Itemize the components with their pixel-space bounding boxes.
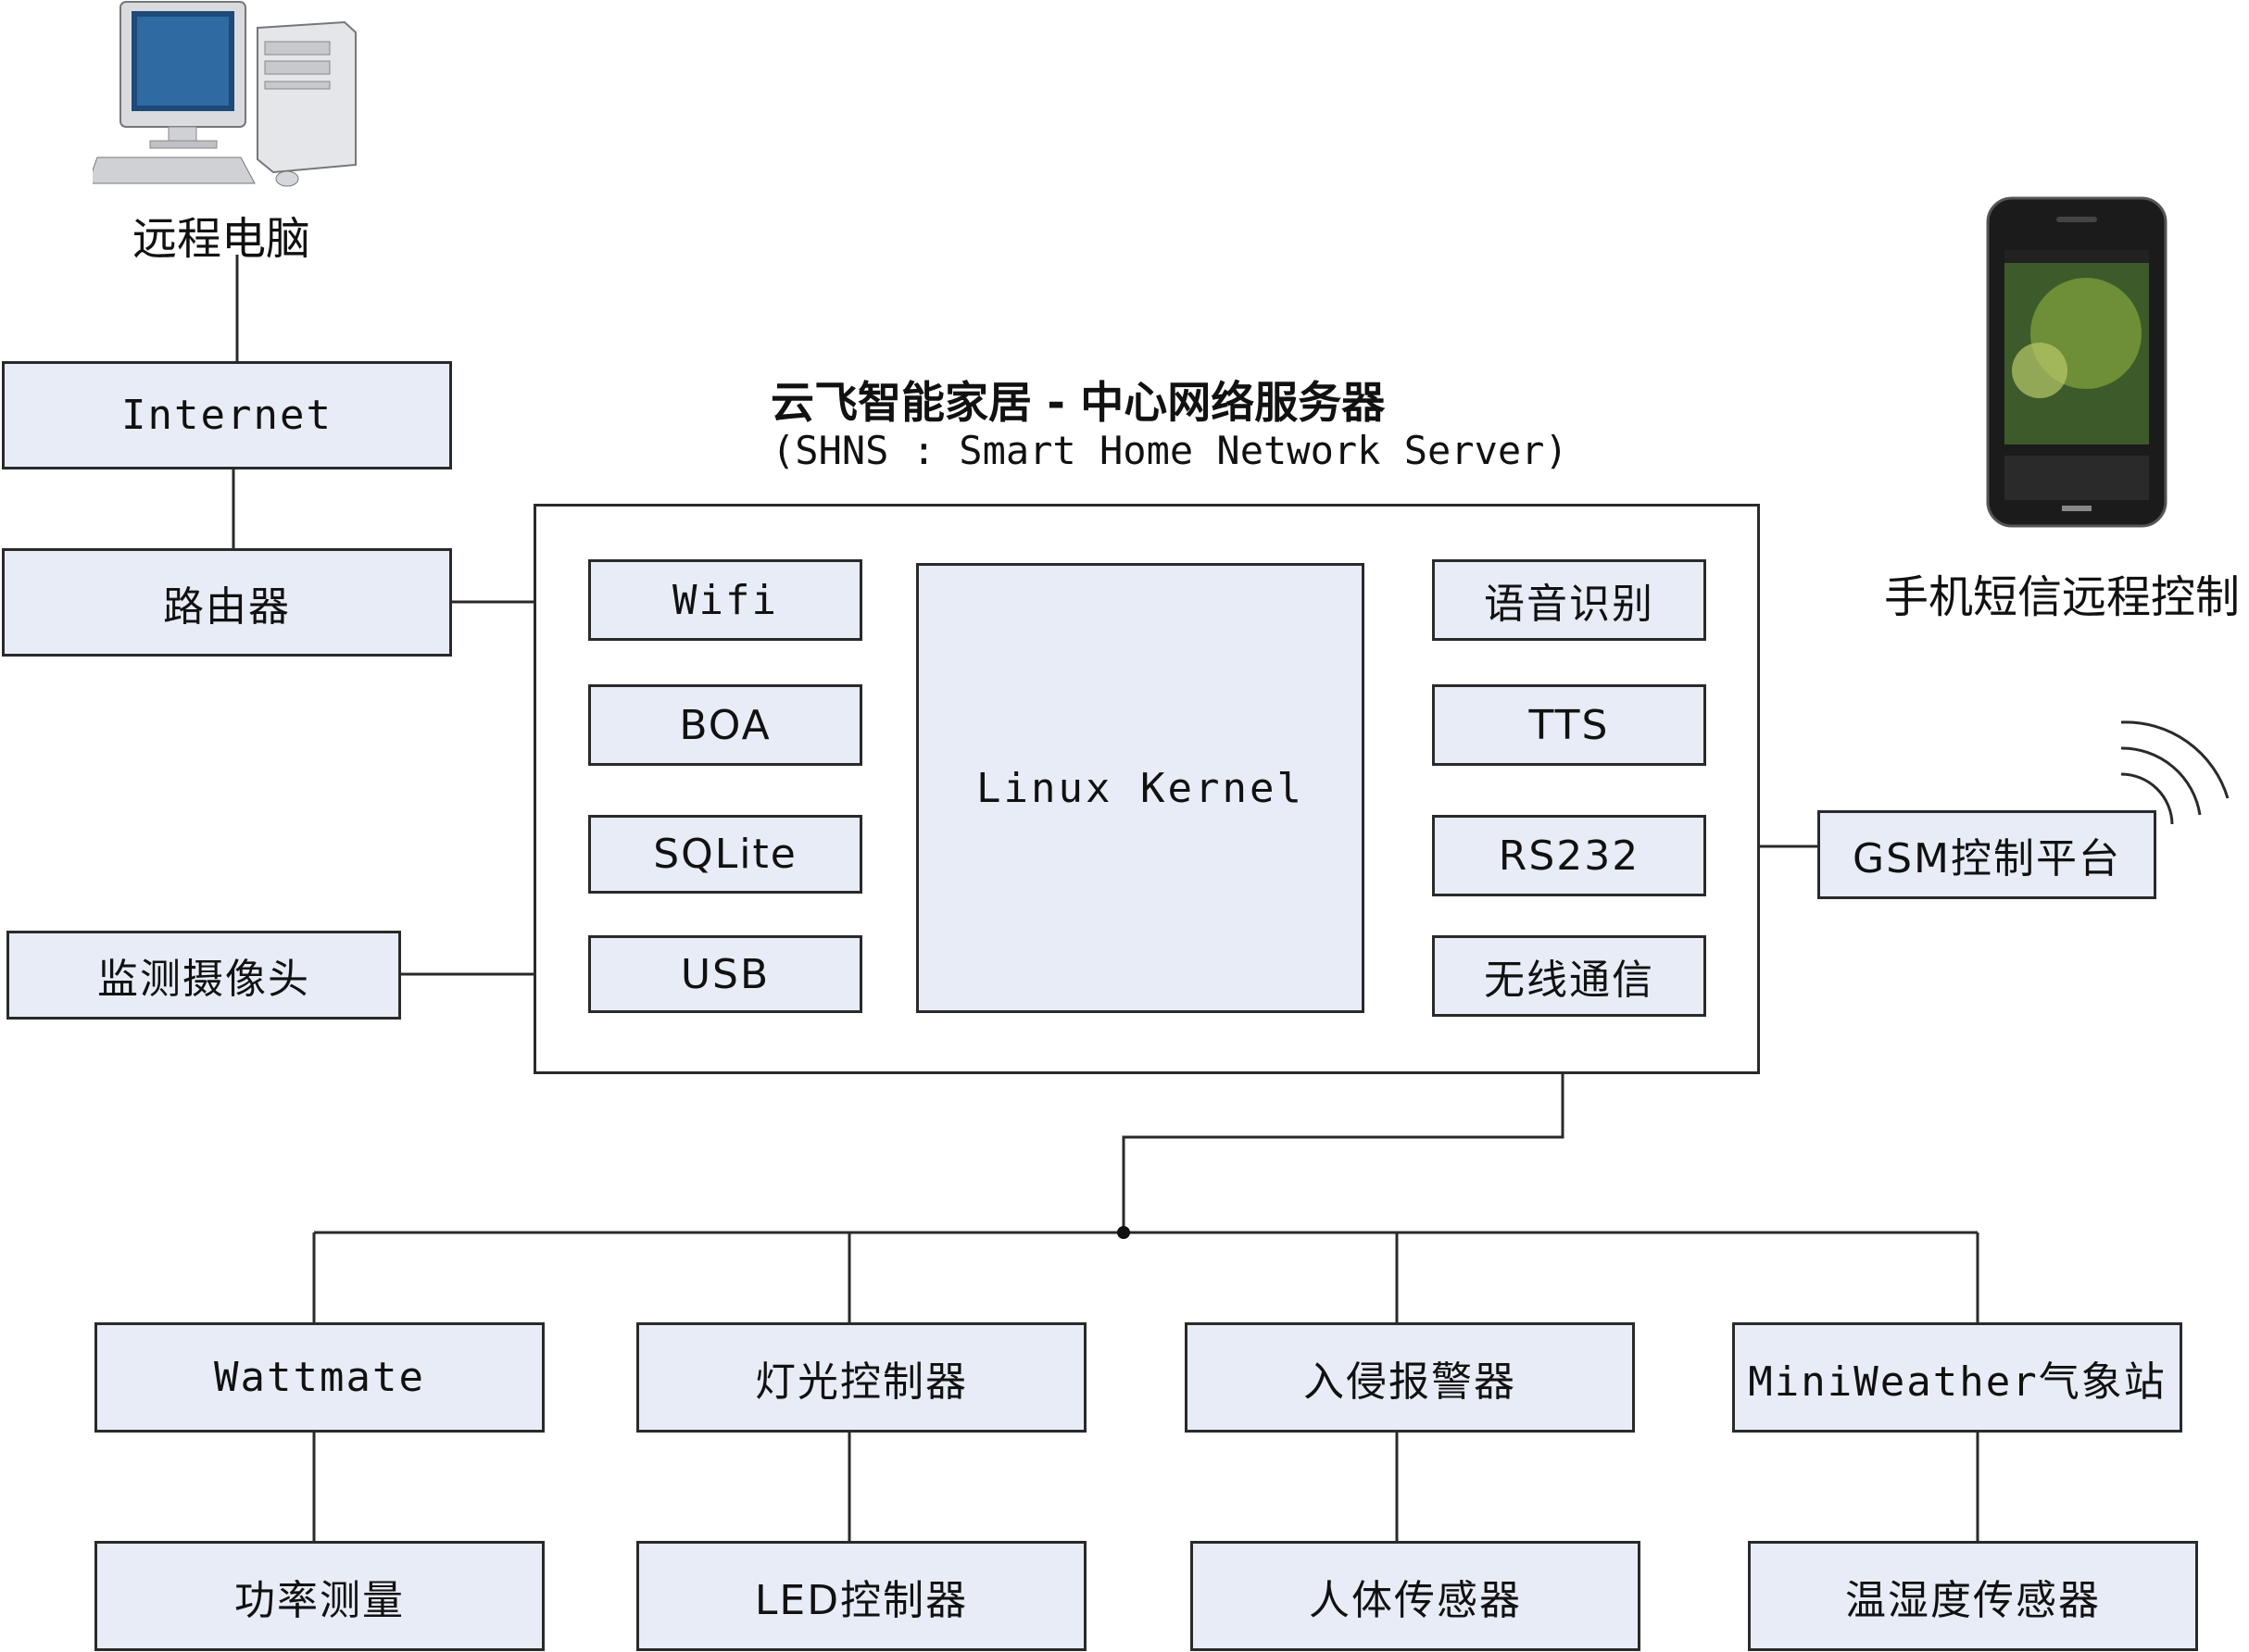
- diagram-subtitle: (SHNS : Smart Home Network Server): [772, 428, 1568, 473]
- module-boa: BOA: [588, 684, 862, 766]
- remote-pc-label: 远程电脑: [132, 213, 311, 265]
- diagram-title: 云飞智能家居 - 中心网络服务器: [771, 378, 1386, 429]
- sensor-power-measure: 功率测量: [94, 1541, 545, 1651]
- module-usb: USB: [588, 935, 862, 1013]
- linux-kernel-box: Linux Kernel: [916, 563, 1364, 1013]
- device-light-controller: 灯光控制器: [636, 1322, 1087, 1433]
- module-rs232: RS232: [1432, 815, 1706, 896]
- sensor-temp-humidity: 温湿度传感器: [1748, 1541, 2198, 1651]
- mobile-phone-icon: [1984, 194, 2169, 530]
- camera-box: 监测摄像头: [6, 931, 401, 1020]
- gsm-platform-box: GSM控制平台: [1817, 810, 2156, 899]
- device-intrusion-alarm: 入侵报警器: [1185, 1322, 1635, 1433]
- bus-junction: [1117, 1226, 1130, 1239]
- sensor-human-body: 人体传感器: [1190, 1541, 1640, 1651]
- router-box: 路由器: [2, 548, 452, 657]
- module-tts: TTS: [1432, 684, 1706, 766]
- phone-label: 手机短信远程控制: [1884, 571, 2241, 623]
- module-sqlite: SQLite: [588, 815, 862, 894]
- module-wireless-comm: 无线通信: [1432, 935, 1706, 1017]
- module-speech-recognition: 语音识别: [1432, 559, 1706, 641]
- internet-box: Internet: [2, 361, 452, 469]
- sensor-led-controller: LED控制器: [636, 1541, 1087, 1651]
- device-miniweather-station: MiniWeather气象站: [1732, 1322, 2182, 1433]
- desktop-computer-icon: [87, 0, 361, 190]
- module-wifi: Wifi: [588, 559, 862, 641]
- device-wattmate: Wattmate: [94, 1322, 545, 1433]
